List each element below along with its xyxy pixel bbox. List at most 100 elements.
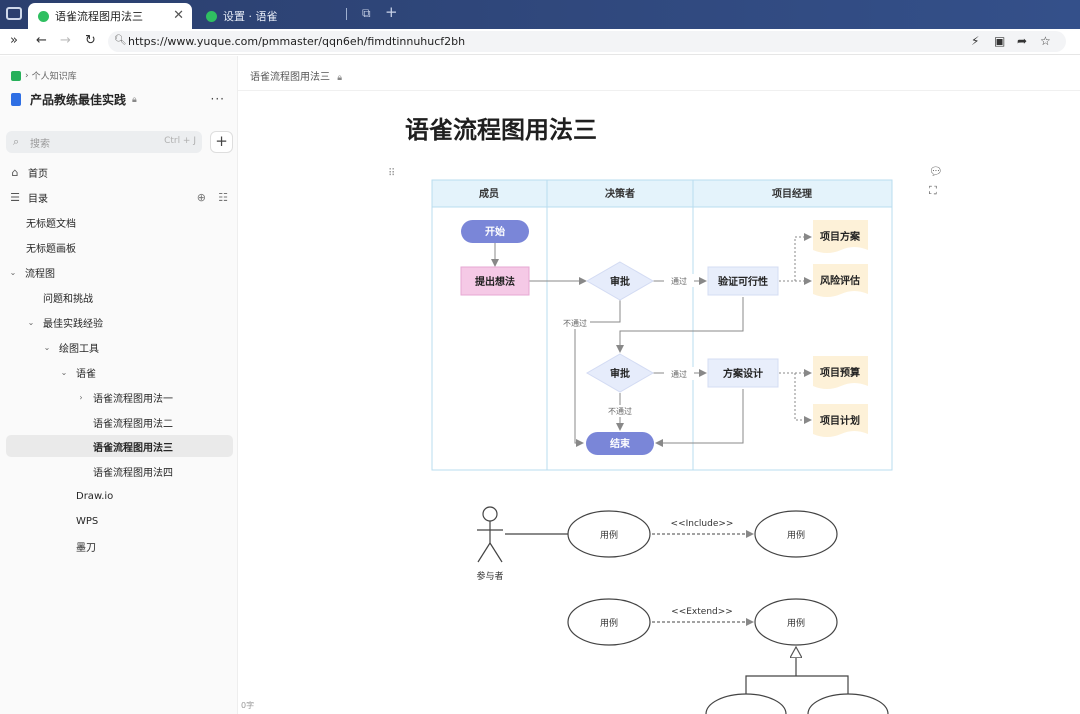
edge-label-pass-2: 通过: [671, 369, 687, 379]
search-shortcut: Ctrl + J: [164, 136, 196, 146]
tab-close-icon[interactable]: ✕: [173, 8, 184, 23]
performance-icon[interactable]: ⚡: [971, 34, 980, 48]
search-placeholder: 搜索: [30, 138, 50, 150]
lane-decider: 决策者: [605, 187, 635, 200]
sidebar-item-label: 语雀流程图用法三: [93, 442, 173, 454]
usecase-3[interactable]: 用例: [567, 598, 651, 646]
sidebar-item-drawing-tools[interactable]: ⌄ 绘图工具: [0, 336, 238, 358]
node-budget-label: 项目预算: [820, 366, 860, 379]
node-plan-label: 项目方案: [820, 230, 861, 243]
chevron-down-icon[interactable]: ⌄: [43, 342, 51, 352]
node-plan[interactable]: 项目方案: [813, 220, 868, 253]
node-risk-label: 风险评估: [820, 274, 860, 287]
sidebar-item-usage-3[interactable]: 语雀流程图用法三: [6, 435, 233, 457]
toc-options-icon[interactable]: ☷: [218, 190, 228, 204]
node-design[interactable]: 方案设计: [707, 358, 779, 388]
node-risk[interactable]: 风险评估: [813, 264, 868, 297]
node-approve-2[interactable]: 审批: [585, 353, 655, 393]
usecase-1[interactable]: 用例: [567, 510, 651, 558]
node-end-label: 结束: [610, 437, 631, 450]
usecase-2[interactable]: 用例: [754, 510, 838, 558]
fullscreen-icon[interactable]: ⛶: [929, 184, 937, 197]
usecase-label: 用例: [600, 529, 618, 541]
sidebar-item-modao[interactable]: 墨刀: [0, 535, 238, 557]
node-verify-label: 验证可行性: [718, 275, 768, 288]
node-end[interactable]: 结束: [586, 432, 654, 455]
url-text: https://www.yuque.com/pmmaster/qqn6eh/fi…: [128, 35, 466, 48]
chevron-down-icon[interactable]: ⌄: [9, 267, 17, 277]
lock-icon: 🔒︎: [132, 94, 137, 105]
usecase-label: 用例: [787, 617, 805, 629]
sidebar-item-drawio[interactable]: Draw.io: [0, 485, 238, 507]
chevron-down-icon[interactable]: ⌄: [60, 367, 68, 377]
forward-icon[interactable]: →: [60, 33, 71, 48]
node-verify[interactable]: 验证可行性: [707, 266, 779, 296]
site-info-icon[interactable]: 🔍︎: [114, 35, 127, 46]
browser-tab-bar: 语雀流程图用法三 ✕ 设置 · 语雀 ⧉ +: [0, 0, 1080, 29]
usecase-4[interactable]: 用例: [754, 598, 838, 646]
chevron-down-icon[interactable]: ⌄: [27, 317, 35, 327]
drag-handle-icon[interactable]: ⠿: [388, 168, 395, 179]
sidebar-item-label: Draw.io: [76, 490, 114, 502]
sidebar-item-best-practice[interactable]: ⌄ 最佳实践经验: [0, 311, 238, 333]
back-icon[interactable]: ←: [36, 33, 47, 48]
sidebar-item-yuque[interactable]: ⌄ 语雀: [0, 361, 238, 383]
sidebar-item-flowchart[interactable]: ⌄ 流程图: [0, 261, 238, 283]
share-icon[interactable]: ➦: [1017, 34, 1028, 48]
book-icon: [11, 93, 21, 106]
book-title-text: 产品教练最佳实践: [30, 93, 127, 107]
sidebar-toggle-icon[interactable]: »: [10, 33, 18, 48]
tab-inactive[interactable]: 设置 · 语雀: [196, 3, 346, 29]
node-schedule[interactable]: 项目计划: [813, 404, 868, 437]
node-budget[interactable]: 项目预算: [813, 356, 868, 389]
chevron-right-icon: ›: [25, 70, 29, 81]
yuque-favicon-icon: [206, 10, 217, 22]
tab-inactive-title: 设置 · 语雀: [223, 10, 278, 23]
comment-icon[interactable]: 💬︎: [929, 165, 943, 178]
node-approve-1-label: 审批: [610, 275, 630, 288]
sidebar-item-label: 无标题文档: [26, 218, 76, 230]
sidebar-item-untitled-board[interactable]: 无标题画板: [0, 236, 238, 258]
sidebar-item-usage-4[interactable]: 语雀流程图用法四: [0, 460, 238, 482]
node-approve-1[interactable]: 审批: [585, 261, 655, 301]
edge-label-fail-1: 不通过: [563, 318, 587, 328]
sidebar-item-label: 首页: [28, 168, 48, 180]
lane-member: 成员: [479, 187, 499, 200]
sidebar-item-problems[interactable]: 问题和挑战: [0, 286, 238, 308]
divider: [238, 90, 1080, 91]
sidebar-item-toc[interactable]: ☰ 目录 ⊕ ☷: [0, 186, 238, 208]
tab-search-icon[interactable]: ⧉: [362, 6, 371, 20]
sidebar-item-label: 绘图工具: [59, 343, 99, 355]
toc-icon: ☰: [10, 190, 20, 204]
sidebar-item-wps[interactable]: WPS: [0, 510, 238, 532]
edge-label-pass-1: 通过: [671, 276, 687, 286]
tab-active[interactable]: 语雀流程图用法三 ✕: [28, 3, 192, 29]
locate-icon[interactable]: ⊕: [196, 190, 206, 204]
sidebar-item-label: 问题和挑战: [43, 293, 93, 305]
node-start[interactable]: 开始: [461, 220, 529, 243]
sidebar-item-label: 语雀流程图用法二: [93, 418, 173, 430]
chevron-right-icon[interactable]: ›: [79, 392, 83, 402]
add-button[interactable]: +: [210, 131, 233, 153]
sidebar-breadcrumb[interactable]: › 个人知识库: [11, 69, 77, 82]
book-title[interactable]: 产品教练最佳实践 🔒︎: [11, 91, 137, 108]
url-field[interactable]: 🔍︎ https://www.yuque.com/pmmaster/qqn6eh…: [108, 31, 1066, 52]
usecase-6[interactable]: [807, 693, 889, 714]
extension-icon[interactable]: ▣: [994, 34, 1006, 48]
sidebar-item-untitled-doc[interactable]: 无标题文档: [0, 211, 238, 233]
sidebar-item-usage-2[interactable]: 语雀流程图用法二: [0, 411, 238, 433]
usecase-5[interactable]: [705, 693, 787, 714]
node-idea[interactable]: 提出想法: [460, 266, 530, 296]
sidebar-item-usage-1[interactable]: › 语雀流程图用法一: [0, 386, 238, 408]
actor[interactable]: [477, 506, 503, 563]
actor-label: 参与者: [476, 570, 503, 582]
reload-icon[interactable]: ↻: [85, 33, 96, 48]
sidebar-item-label: 语雀流程图用法一: [93, 393, 173, 405]
favorite-icon[interactable]: ☆: [1040, 34, 1051, 48]
search-input[interactable]: ⌕ 搜索 Ctrl + J: [6, 131, 202, 153]
new-tab-icon[interactable]: +: [385, 3, 398, 21]
doc-breadcrumb-title: 语雀流程图用法三: [250, 72, 330, 83]
sidebar-item-home[interactable]: ⌂ 首页: [0, 161, 238, 183]
window-icon[interactable]: [6, 7, 22, 20]
more-icon[interactable]: ···: [210, 92, 225, 106]
